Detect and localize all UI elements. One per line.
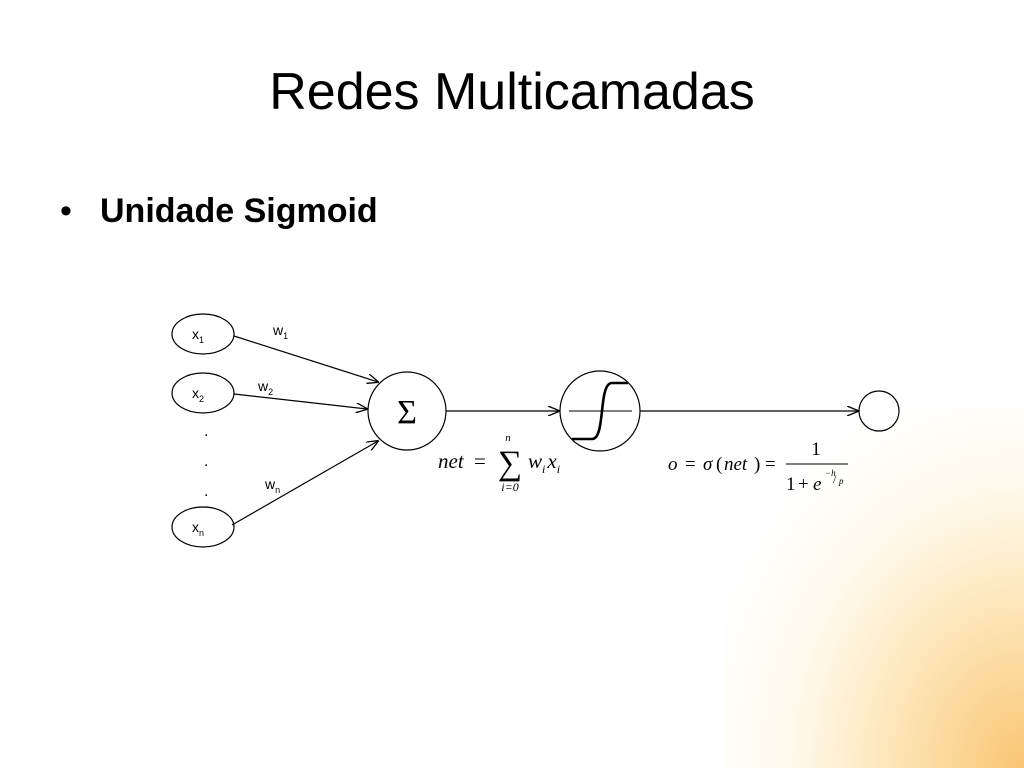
sum-symbol: Σ — [397, 394, 417, 431]
output-formula: o = σ ( net ) = 1 1 + e −h / p — [668, 439, 848, 495]
svg-text:i=0: i=0 — [501, 480, 518, 494]
summation-node: Σ — [367, 371, 447, 451]
connection-x1-to-sum — [233, 335, 378, 382]
svg-text:o: o — [668, 454, 678, 475]
svg-text:1: 1 — [786, 474, 796, 495]
connection-xn-to-sum — [231, 441, 378, 526]
connection-x2-to-sum — [233, 393, 367, 409]
ellipsis-dot: . — [204, 483, 208, 500]
input-node-xn: xn — [171, 506, 235, 548]
svg-text:n: n — [505, 432, 511, 444]
svg-text:+: + — [798, 474, 809, 495]
svg-text:e: e — [813, 474, 821, 495]
ellipsis-dot: . — [204, 423, 208, 440]
net-formula: net = n ∑ i=0 wixi — [438, 432, 560, 494]
svg-text:1: 1 — [811, 439, 821, 460]
svg-text:=: = — [685, 454, 696, 475]
sigmoid-activation-node — [559, 370, 641, 452]
weight-label-wn: wn — [264, 476, 280, 495]
svg-text:/: / — [833, 472, 837, 486]
input-node-x2: x2 — [171, 372, 235, 414]
svg-text:σ: σ — [703, 454, 713, 475]
weight-label-w2: w2 — [257, 378, 273, 397]
input-node-x1: x1 — [171, 313, 235, 355]
ellipsis-dot: . — [204, 453, 208, 470]
svg-text:=: = — [474, 449, 486, 473]
svg-text:): ) — [754, 454, 760, 475]
bullet-item: • Unidade Sigmoid — [60, 192, 378, 231]
svg-text:−h: −h — [825, 468, 836, 478]
sigmoid-curve-icon — [572, 381, 628, 441]
svg-text:=: = — [765, 454, 776, 475]
svg-text:wixi: wixi — [528, 449, 560, 476]
bullet-point-icon: • — [60, 192, 72, 230]
output-node — [858, 390, 900, 432]
svg-text:x2: x2 — [192, 385, 204, 404]
bullet-text: Unidade Sigmoid — [100, 192, 378, 230]
svg-text:p: p — [838, 476, 844, 486]
weight-label-w1: w1 — [272, 322, 288, 341]
svg-text:xn: xn — [192, 519, 204, 538]
svg-text:net: net — [724, 454, 748, 475]
slide-title: Redes Multicamadas — [269, 63, 755, 121]
svg-text:net: net — [438, 449, 465, 473]
svg-text:∑: ∑ — [498, 445, 522, 482]
svg-text:x1: x1 — [192, 326, 204, 345]
svg-text:(: ( — [716, 454, 722, 475]
